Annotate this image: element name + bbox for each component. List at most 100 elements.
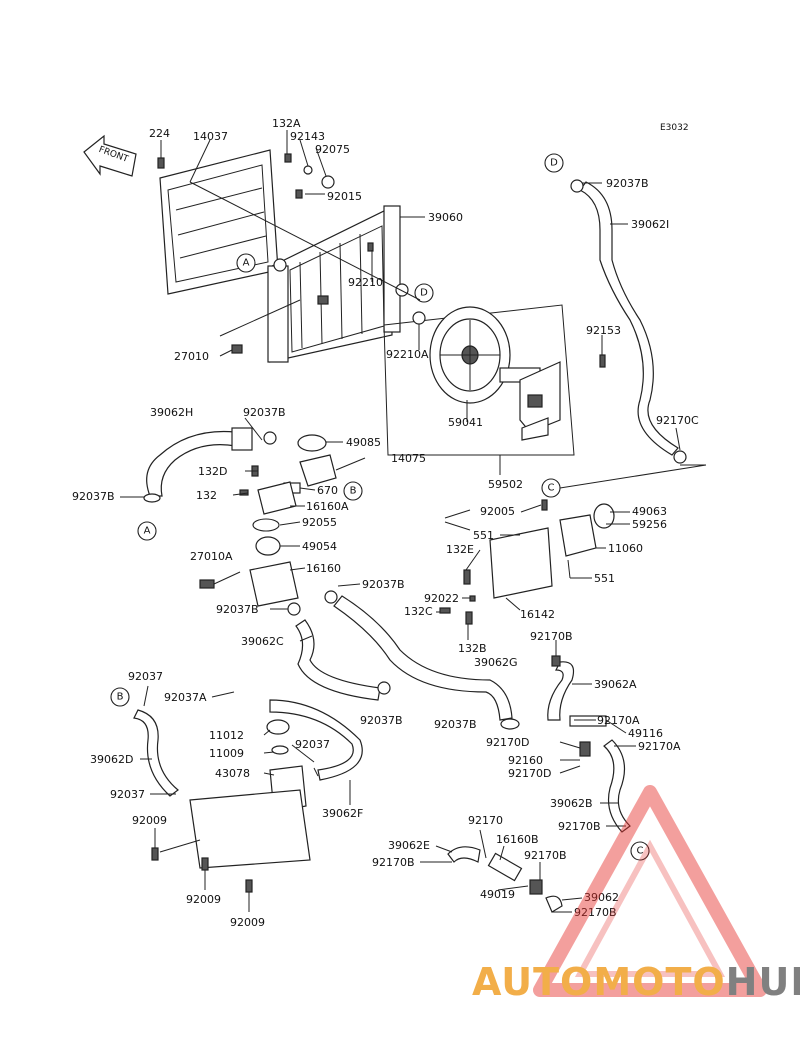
- label-92015: 92015: [327, 190, 362, 203]
- clip-92210: [367, 242, 374, 252]
- thermostat-housing-16160: [249, 561, 299, 607]
- label-132: 132: [196, 489, 217, 502]
- thermostat-cover-16160a: [257, 481, 297, 515]
- label-92037b-housing-right: 92037B: [362, 578, 405, 591]
- bracket-92160: [579, 741, 591, 757]
- label-92009-a: 92009: [132, 814, 167, 827]
- watermark: AUTOMOTOHUB: [472, 785, 800, 1004]
- label-92037b-housing-left: 92037B: [216, 603, 259, 616]
- bolt-132: [239, 489, 249, 496]
- label-92143: 92143: [290, 130, 325, 143]
- label-39062d: 39062D: [90, 753, 133, 766]
- clamp-92037b-a: [143, 493, 161, 503]
- label-11012: 11012: [209, 729, 244, 742]
- filler-neck-14075: [299, 454, 337, 487]
- svg-text:D: D: [420, 288, 428, 299]
- label-92037-mid: 92037: [295, 738, 330, 751]
- bolt-92153: [599, 354, 606, 368]
- label-132a: 132A: [272, 117, 301, 130]
- watermark-text: AUTOMOTOHUB: [472, 960, 800, 1004]
- label-92005: 92005: [480, 505, 515, 518]
- callout-c-bottom: C: [630, 841, 650, 861]
- callout-d-radiator: D: [414, 283, 434, 303]
- label-49116: 49116: [628, 727, 663, 740]
- callout-a-top: A: [236, 253, 256, 273]
- switch-27010: [231, 344, 243, 354]
- hose-39062c: [295, 619, 381, 701]
- hose-39062: [545, 895, 563, 913]
- front-arrow-icon: FRONT: [83, 134, 137, 177]
- label-59041: 59041: [448, 416, 483, 429]
- label-551-b: 551: [594, 572, 615, 585]
- label-16160a: 16160A: [306, 500, 349, 513]
- label-92170d-b: 92170D: [508, 767, 551, 780]
- label-92037b-top: 92037B: [606, 177, 649, 190]
- hose-39062e: [447, 846, 481, 863]
- label-16142: 16142: [520, 608, 555, 621]
- reservoir-cap-11012: [266, 719, 290, 735]
- label-39062e: 39062E: [388, 839, 430, 852]
- label-132c: 132C: [404, 605, 433, 618]
- callout-a-hose: A: [137, 521, 157, 541]
- bolt-92005: [541, 499, 548, 511]
- grommet-92210a: [412, 311, 426, 325]
- label-39062f: 39062F: [322, 807, 363, 820]
- label-551-a: 551: [473, 529, 494, 542]
- svg-text:C: C: [637, 846, 644, 857]
- label-92153: 92153: [586, 324, 621, 337]
- label-27010: 27010: [174, 350, 209, 363]
- label-92022: 92022: [424, 592, 459, 605]
- label-14037: 14037: [193, 130, 228, 143]
- hose-39062i: [579, 181, 679, 456]
- label-92170: 92170: [468, 814, 503, 827]
- part-labels: 224 14037 132A 92143 92075 92015 39060 9…: [72, 117, 699, 929]
- label-92170b-top: 92170B: [530, 630, 573, 643]
- label-92009-c: 92009: [230, 916, 265, 929]
- label-132d: 132D: [198, 465, 227, 478]
- label-224: 224: [149, 127, 170, 140]
- svg-text:A: A: [144, 526, 151, 537]
- label-92170d-a: 92170D: [486, 736, 529, 749]
- hose-39062d: [133, 709, 179, 797]
- leader-lines: [120, 130, 707, 913]
- fan-assembly: [429, 306, 561, 441]
- clamp-92037b-g: [500, 718, 520, 730]
- label-92210: 92210: [348, 276, 383, 289]
- callout-b-reservoir: B: [110, 687, 130, 707]
- label-92170b-f: 92170B: [574, 906, 617, 919]
- bolt-224: [157, 157, 165, 169]
- radiator-shroud: [159, 149, 279, 295]
- pump-cover-11060: [559, 514, 597, 557]
- label-16160: 16160: [306, 562, 341, 575]
- callout-b-housing: B: [343, 481, 363, 501]
- label-39062g: 39062G: [474, 656, 518, 669]
- label-27010a: 27010A: [190, 550, 233, 563]
- bolt-92009-a: [151, 847, 159, 861]
- clamp-92037b-g-top: [324, 590, 338, 604]
- sensor-27010a: [199, 579, 215, 589]
- label-92170c: 92170C: [656, 414, 699, 427]
- label-39062: 39062: [584, 891, 619, 904]
- clamp-92037b-h: [263, 431, 277, 445]
- callout-c-pump: C: [541, 478, 561, 498]
- label-92170b-c: 92170B: [558, 820, 601, 833]
- bolt-132c: [439, 607, 451, 614]
- label-132e: 132E: [446, 543, 474, 556]
- label-92170a-b: 92170A: [638, 740, 681, 753]
- diagram-code: E3032: [660, 123, 689, 133]
- label-49063: 49063: [632, 505, 667, 518]
- label-49019: 49019: [480, 888, 515, 901]
- label-92170b-e: 92170B: [524, 849, 567, 862]
- label-39062a: 39062A: [594, 678, 637, 691]
- svg-text:A: A: [243, 258, 250, 269]
- label-92170b-d: 92170B: [372, 856, 415, 869]
- radiator-cap-49085: [297, 434, 327, 452]
- label-92037-bottom: 92037: [110, 788, 145, 801]
- svg-text:C: C: [548, 483, 555, 494]
- label-16160b: 16160B: [496, 833, 539, 846]
- label-14075: 14075: [391, 452, 426, 465]
- label-92210a: 92210A: [386, 348, 429, 361]
- label-39062h: 39062H: [150, 406, 193, 419]
- label-39062b: 39062B: [550, 797, 593, 810]
